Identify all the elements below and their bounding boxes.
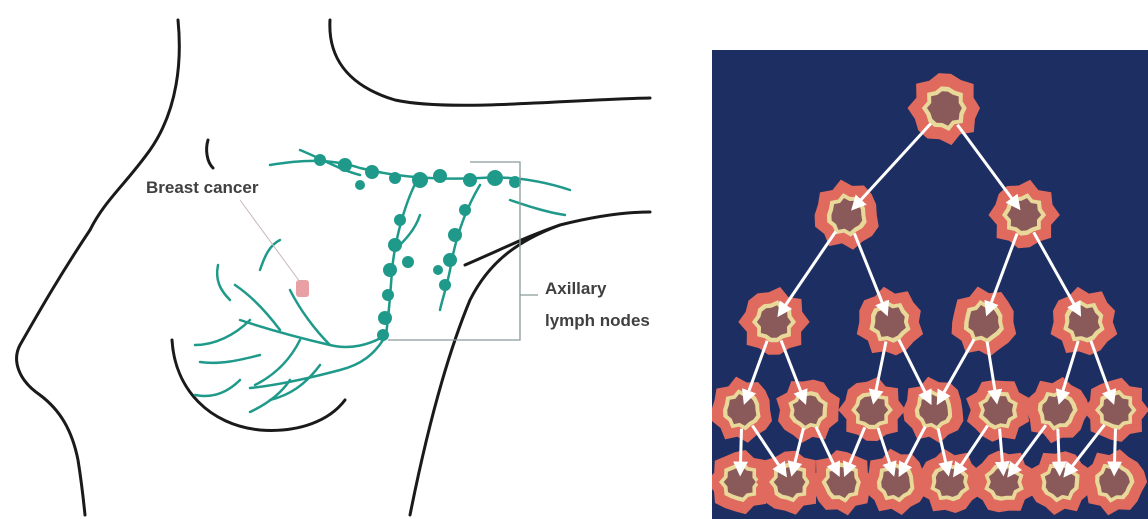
division-arrow [853,123,931,208]
axillary-label-line1: Axillary [545,279,607,298]
tumor-cell [857,287,923,356]
tumor-cell [952,287,1017,357]
tumor-cell [918,449,981,513]
tumor-cell [738,287,809,355]
shoulder-line [465,212,650,265]
division-arrow [1114,429,1115,474]
tumor-cell [966,380,1030,442]
division-arrow [1034,232,1080,314]
lymph-node-bracket [388,162,538,340]
breast-lymph-anatomy-illustration: Breast cancer Axillary lymph nodes [0,0,700,519]
tumor-cell [908,73,981,145]
breast-cancer-label: Breast cancer [146,178,259,197]
tumor-cell [865,449,926,515]
tumor-cell [838,377,906,441]
tumor-cell [809,450,873,515]
torso-left-line [17,230,90,515]
division-arrow [957,125,1018,208]
body-outline [17,20,650,515]
cell-division-canvas [712,50,1148,519]
chest-fold-line [207,140,213,168]
lymph-nodes [314,154,521,341]
neck-right-line [330,20,650,105]
tumor-cell [903,377,964,443]
division-arrow [1058,429,1060,474]
division-arrow [740,429,741,474]
cell-division-illustration [712,50,1148,519]
tumor-cell [776,380,840,443]
breast-contour [172,340,345,430]
tumor-cell [989,180,1060,248]
tumor-cells [712,73,1148,515]
tumor-cell [972,451,1036,513]
neck-left-line [90,20,179,230]
division-arrow [779,231,836,314]
tumor-leader-line [240,200,300,282]
arm-line [410,225,560,515]
tumor-marker [296,280,309,297]
tumor-cell [1051,287,1118,355]
axillary-label-line2: lymph nodes [545,311,650,330]
